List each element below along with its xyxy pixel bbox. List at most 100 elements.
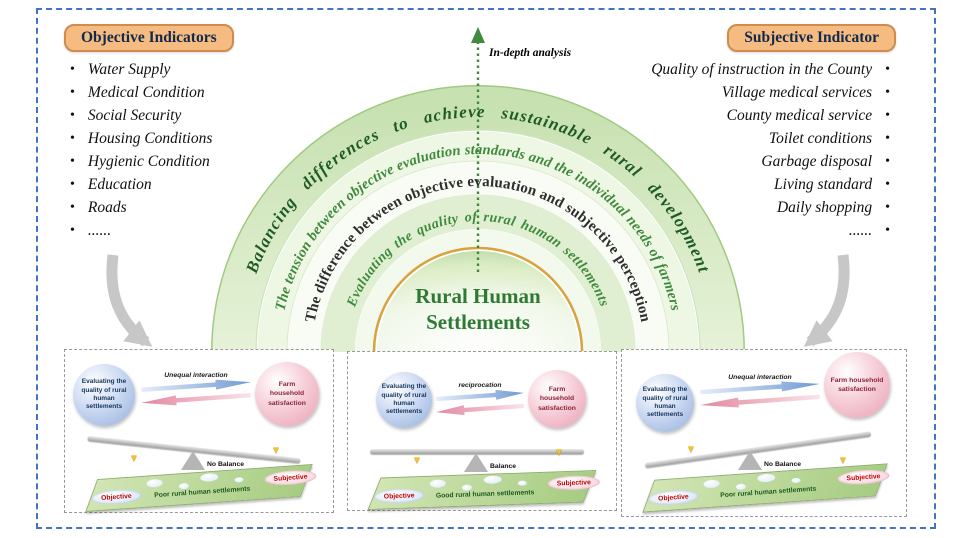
center-title: Rural Human Settlements xyxy=(388,283,568,335)
platform-caption: Good rural human settlements xyxy=(435,489,535,500)
bullet-icon: • xyxy=(70,84,75,100)
evaluation-sphere-label: Evaluating the quality of rural human se… xyxy=(642,386,688,419)
down-arrow-icon: ▼ xyxy=(838,455,848,466)
subjective-item: ......• xyxy=(651,219,890,242)
objective-item: •Water Supply xyxy=(70,58,212,81)
interaction-label: reciprocation xyxy=(458,382,502,389)
scatter-dot xyxy=(461,484,473,491)
arrow-right-icon xyxy=(700,379,820,397)
center-title-line2: Settlements xyxy=(426,310,530,334)
satisfaction-sphere-label: Farm household satisfaction xyxy=(830,376,884,393)
platform-caption: Poor rural human settlements xyxy=(154,485,251,500)
balance-panel-1: Evaluating the quality of rural human se… xyxy=(64,349,334,513)
satisfaction-sphere: Farm household satisfaction xyxy=(255,362,319,426)
subjective-item-label: Daily shopping xyxy=(776,198,873,216)
in-depth-arrow-head-icon xyxy=(471,27,485,43)
objective-item: • Roads xyxy=(70,196,212,219)
objective-item: •Education xyxy=(70,173,212,196)
seesaw-bar xyxy=(370,449,584,454)
subjective-item: Living standard• xyxy=(651,173,890,196)
bullet-icon: • xyxy=(885,222,890,238)
subjective-oval-label: Subjective xyxy=(846,472,881,482)
arrow-left-icon xyxy=(700,392,820,410)
bullet-icon: • xyxy=(885,107,890,123)
left-flow-arrow-icon xyxy=(106,254,153,347)
scatter-dot xyxy=(757,473,776,483)
scatter-dot xyxy=(735,483,747,491)
objective-item-label: Social Security xyxy=(87,106,182,124)
objective-item-label: Water Supply xyxy=(87,60,171,78)
objective-item-label: ...... xyxy=(87,221,112,239)
satisfaction-sphere-label: Farm household satisfaction xyxy=(538,386,576,412)
platform-overlay: Objective Poor rural human settlements S… xyxy=(639,459,895,517)
scatter-dot xyxy=(200,472,219,483)
subjective-item: Village medical services• xyxy=(651,81,890,104)
objective-item-label: Hygienic Condition xyxy=(87,152,210,170)
objective-item: •Medical Condition xyxy=(70,81,212,104)
arrow-right-icon xyxy=(141,377,251,395)
objective-item: • Housing Conditions xyxy=(70,127,212,150)
objective-indicators-header: Objective Indicators xyxy=(64,24,234,52)
down-arrow-icon: ▼ xyxy=(129,453,139,464)
balance-panel-2: Evaluating the quality of rural human se… xyxy=(347,351,617,511)
inner-circle xyxy=(377,251,579,352)
objective-indicators-list: •Water Supply •Medical Condition •Social… xyxy=(70,58,212,242)
right-flow-arrow-icon xyxy=(803,254,850,347)
subjective-item-label: Garbage disposal xyxy=(761,152,873,170)
subjective-item-label: County medical service xyxy=(726,106,873,124)
subjective-oval-label: Subjective xyxy=(273,473,308,483)
arrow-right-icon xyxy=(436,388,524,404)
scatter-dot xyxy=(234,477,244,483)
subjective-item: County medical service • xyxy=(651,104,890,127)
objective-oval: Objective xyxy=(90,488,142,506)
arc-band-5 xyxy=(355,229,601,353)
objective-item-label: Housing Conditions xyxy=(87,129,213,147)
interaction-arrows: Unequal interaction xyxy=(700,374,820,406)
subjective-item: Garbage disposal • xyxy=(651,150,890,173)
fulcrum-triangle-icon xyxy=(464,453,488,472)
bullet-icon: • xyxy=(70,199,75,215)
bullet-icon: • xyxy=(70,176,75,192)
center-title-line1: Rural Human xyxy=(415,284,541,308)
objective-item: •...... xyxy=(70,219,212,242)
outer-dashed-frame xyxy=(36,8,936,529)
bullet-icon: • xyxy=(70,153,75,169)
interaction-label: Unequal interaction xyxy=(728,374,792,381)
objective-item-label: Roads xyxy=(87,198,127,216)
arc-band-4 xyxy=(321,195,635,353)
down-arrow-icon: ▼ xyxy=(554,447,564,458)
bullet-icon: • xyxy=(885,153,890,169)
balance-label: No Balance xyxy=(207,461,245,468)
subjective-item-label: Quality of instruction in the County xyxy=(651,60,873,78)
arc-separator-1 xyxy=(255,129,701,353)
platform-caption: Poor rural human settlements xyxy=(720,485,817,500)
evaluation-sphere: Evaluating the quality of rural human se… xyxy=(636,374,694,432)
bullet-icon: • xyxy=(885,199,890,215)
interaction-arrows: Unequal interaction xyxy=(141,372,251,404)
subjective-item-label: Toilet conditions xyxy=(768,129,873,147)
arc-band-3 xyxy=(287,161,669,353)
in-depth-label: In-depth analysis xyxy=(489,47,572,59)
bullet-icon: • xyxy=(885,130,890,146)
subjective-oval: Subjective xyxy=(547,474,601,491)
interaction-arrows: reciprocation xyxy=(436,382,524,414)
scatter-dot xyxy=(429,479,446,488)
bullet-icon: • xyxy=(885,176,890,192)
bullet-icon: • xyxy=(70,130,75,146)
satisfaction-sphere-label: Farm household satisfaction xyxy=(268,381,306,407)
balance-panel-3: Evaluating the quality of rural human se… xyxy=(621,349,907,517)
down-arrow-icon: ▼ xyxy=(686,444,696,455)
down-arrow-icon: ▼ xyxy=(271,445,281,456)
fulcrum-triangle-icon xyxy=(181,451,205,470)
subjective-oval: Subjective xyxy=(264,468,317,487)
satisfaction-sphere: Farm household satisfaction xyxy=(528,370,586,428)
scatter-dot xyxy=(483,475,502,485)
evaluation-sphere: Evaluating the quality of rural human se… xyxy=(376,372,432,428)
bullet-icon: • xyxy=(885,61,890,77)
objective-item: •Social Security xyxy=(70,104,212,127)
scatter-dot xyxy=(703,479,720,489)
arc-separator-2 xyxy=(286,160,670,353)
down-arrow-icon: ▼ xyxy=(412,455,422,466)
